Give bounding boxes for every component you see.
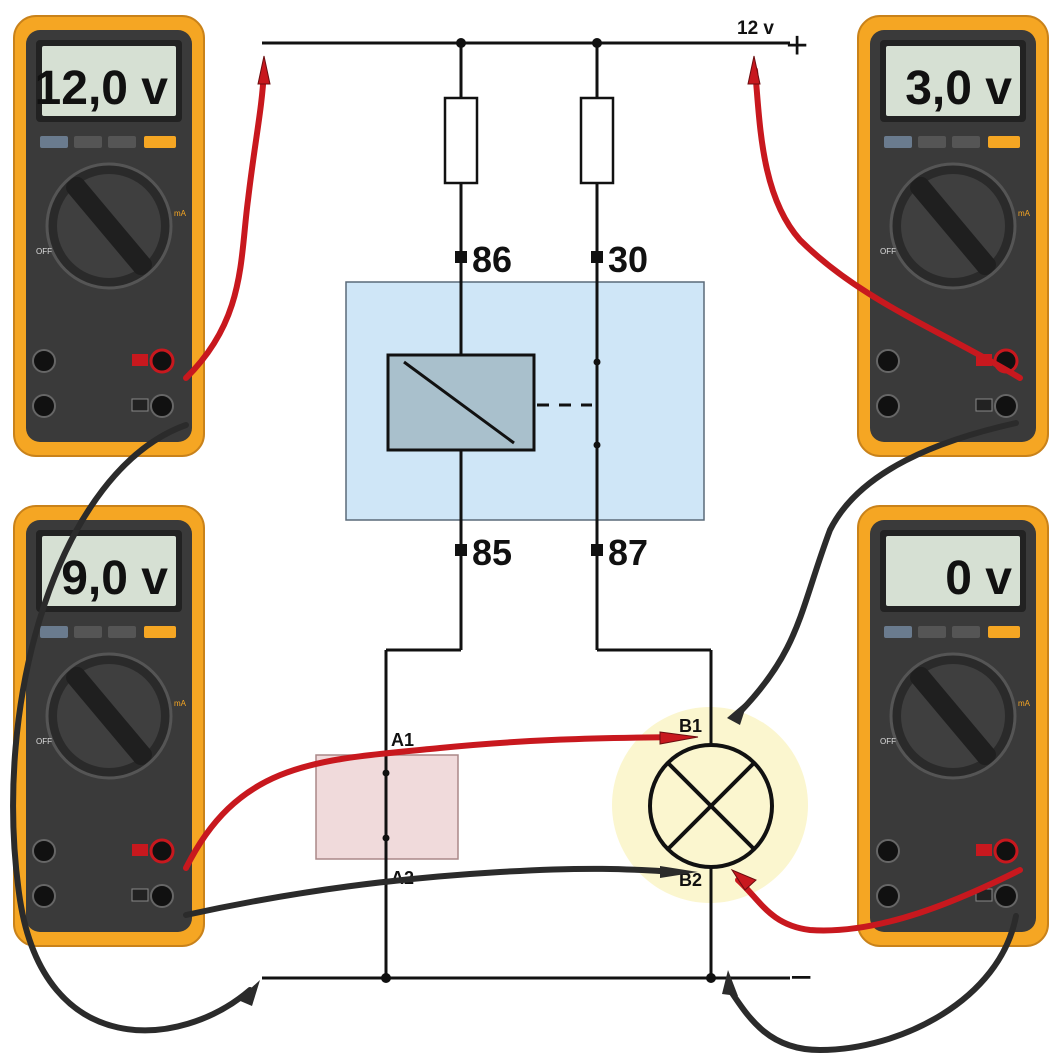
supply-minus-sign: −: [790, 957, 812, 999]
point-b1-label: B1: [679, 716, 702, 736]
multimeter-bottom-right: 0 v: [856, 504, 1050, 948]
probe-leads: [10, 67, 1023, 1054]
meter-reading: 0 v: [945, 552, 1012, 605]
junction-dots: [381, 38, 716, 983]
relay-coil: [386, 353, 536, 452]
multimeter-top-left: 12,0 v: [12, 14, 206, 458]
fuse-left: [443, 96, 479, 185]
meter-reading: 3,0 v: [905, 62, 1012, 115]
terminal-87-label: 87: [608, 532, 648, 573]
supply-plus-sign: +: [786, 25, 808, 67]
supply-voltage-label: 12 v: [737, 18, 774, 39]
wiring: [262, 41, 790, 980]
point-b2-label: B2: [679, 870, 702, 890]
lamp-symbol: [648, 743, 774, 869]
meter-reading: 9,0 v: [61, 552, 168, 605]
terminal-30-label: 30: [608, 239, 648, 280]
meter-reading: 12,0 v: [35, 62, 169, 115]
terminal-85-label: 85: [472, 532, 512, 573]
multimeter-top-right: 3,0 v: [856, 14, 1050, 458]
multimeter-bottom-left: 9,0 v: [12, 504, 206, 948]
probe-tips: [238, 55, 761, 1006]
relay-terminals: [455, 251, 603, 556]
fuse-right: [579, 96, 615, 185]
terminal-86-label: 86: [472, 239, 512, 280]
point-a1-label: A1: [391, 730, 414, 750]
